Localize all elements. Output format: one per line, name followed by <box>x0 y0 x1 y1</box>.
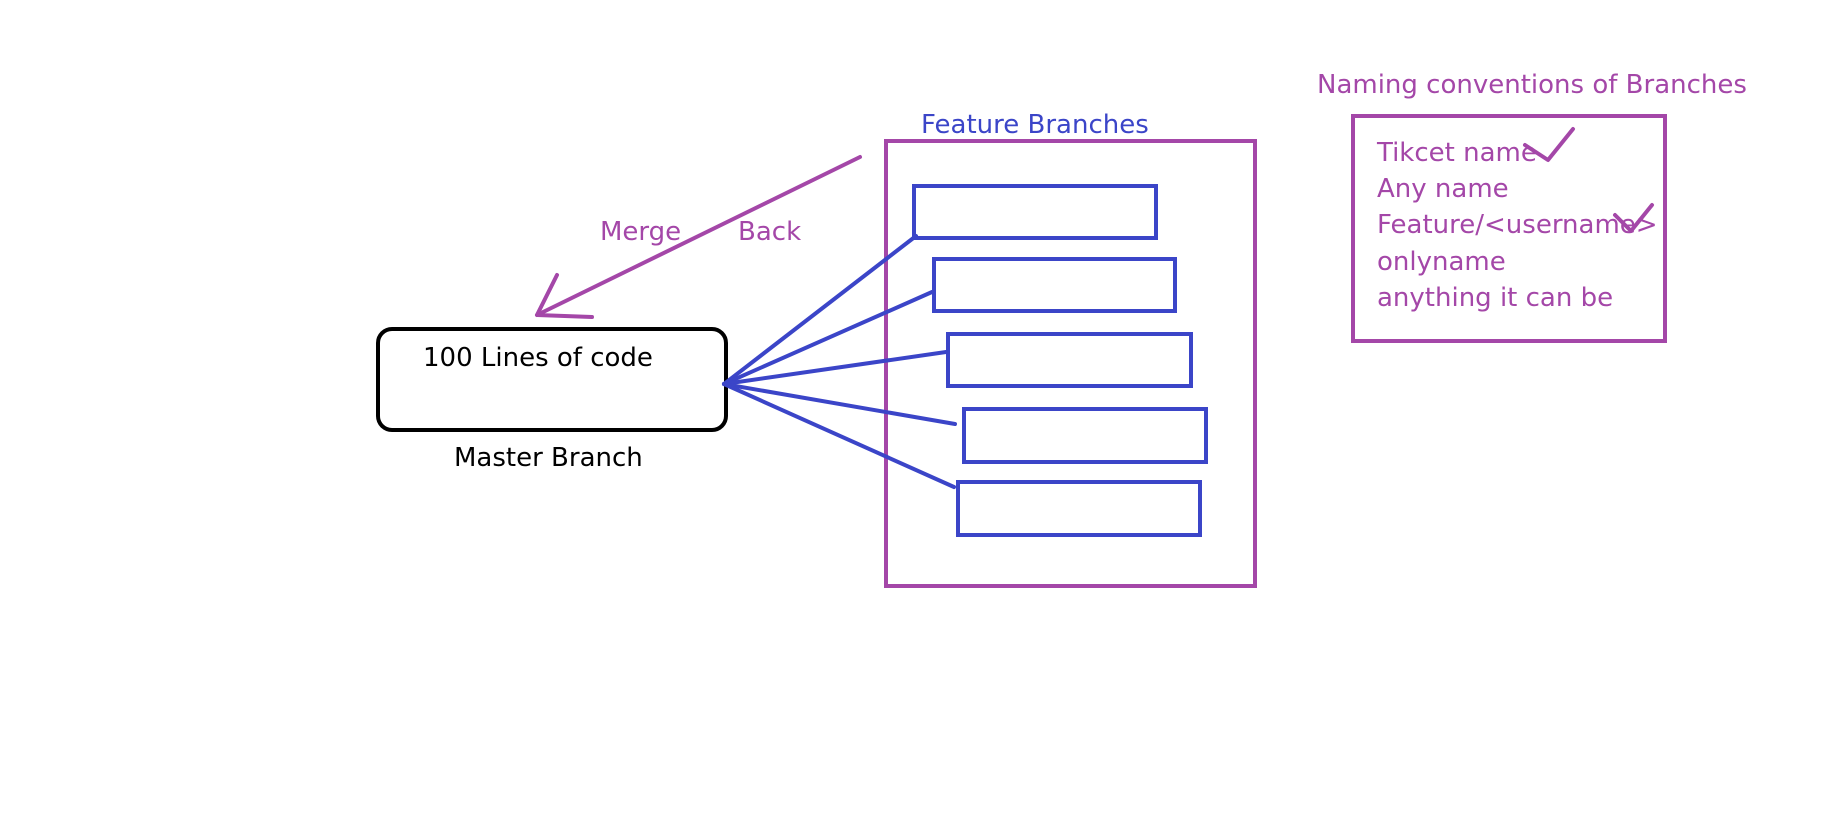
naming-item: Any name <box>1377 174 1509 204</box>
branch-connector-5 <box>722 382 956 489</box>
arrow-head-icon <box>535 273 594 319</box>
checkmark-icon <box>1613 203 1654 233</box>
master-branch-box <box>376 327 728 432</box>
feature-branch-box-3 <box>946 332 1193 388</box>
branch-connector-4 <box>722 382 957 426</box>
branch-connector-2 <box>722 290 934 386</box>
naming-item: Feature/<username> <box>1377 210 1658 240</box>
merge-label: Merge <box>600 217 682 247</box>
naming-item: onlyname <box>1377 247 1506 277</box>
feature-branches-title: Feature Branches <box>921 110 1149 140</box>
branch-connector-1 <box>722 234 918 386</box>
naming-item: anything it can be <box>1377 283 1614 313</box>
feature-branch-box-5 <box>956 480 1202 537</box>
branch-connector-3 <box>722 350 948 386</box>
feature-branch-box-1 <box>912 184 1158 240</box>
master-branch-label: Master Branch <box>454 443 643 473</box>
feature-branch-box-4 <box>962 407 1208 464</box>
master-code-label: 100 Lines of code <box>423 343 653 373</box>
branch-connectors <box>722 234 957 489</box>
naming-conventions-box <box>1351 114 1667 343</box>
back-label: Back <box>738 217 802 247</box>
checkmark-icon <box>1523 127 1575 162</box>
naming-item: Tikcet name <box>1377 138 1537 168</box>
feature-branch-box-2 <box>932 257 1177 313</box>
naming-conventions-title: Naming conventions of Branches <box>1317 70 1747 100</box>
feature-branches-container <box>884 139 1257 588</box>
merge-back-arrow-line <box>535 155 862 317</box>
